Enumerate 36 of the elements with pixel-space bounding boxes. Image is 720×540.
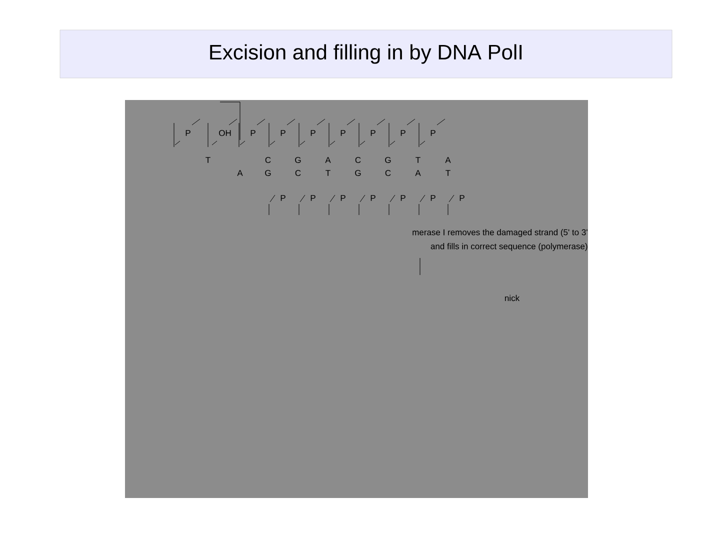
base-label: G: [295, 157, 301, 163]
phosphate-label: P: [310, 130, 316, 136]
phosphate-label: P: [370, 130, 376, 136]
base-label: G: [265, 170, 271, 176]
base-label: A: [415, 170, 421, 176]
base-label: T: [446, 170, 450, 176]
phosphate-label: P: [250, 130, 256, 136]
phosphate-label: P: [430, 195, 436, 201]
base-label: C: [355, 157, 361, 163]
phosphate-label: P: [430, 130, 436, 136]
annotation-text: and fills in correct sequence (polymerase): [430, 243, 588, 251]
base-label: A: [325, 157, 331, 163]
phosphate-label: P: [280, 130, 286, 136]
base-label: C: [265, 157, 271, 163]
base-label: C: [295, 170, 301, 176]
annotation-text: nick: [505, 294, 520, 302]
phosphate-label: P: [310, 195, 316, 201]
phosphate-label: P: [186, 130, 190, 136]
phosphate-label: P: [370, 195, 376, 201]
base-label: T: [326, 170, 330, 176]
phosphate-label: P: [400, 195, 406, 201]
annotation-text: merase I removes the damaged strand (5' to 3': [412, 229, 588, 237]
base-label: A: [237, 170, 243, 176]
phosphate-label: P: [400, 130, 406, 136]
phosphate-label: P: [340, 130, 346, 136]
base-label: G: [355, 170, 361, 176]
title-box: Excision and filling in by DNA PolI: [60, 30, 672, 78]
phosphate-label: P: [460, 195, 464, 201]
base-label: G: [385, 157, 391, 163]
phosphate-label: OH: [219, 130, 231, 136]
base-label: A: [445, 157, 451, 163]
base-label: T: [416, 157, 420, 163]
base-label: T: [206, 157, 210, 163]
base-label: C: [385, 170, 391, 176]
phosphate-label: P: [280, 195, 286, 201]
phosphate-label: P: [340, 195, 346, 201]
